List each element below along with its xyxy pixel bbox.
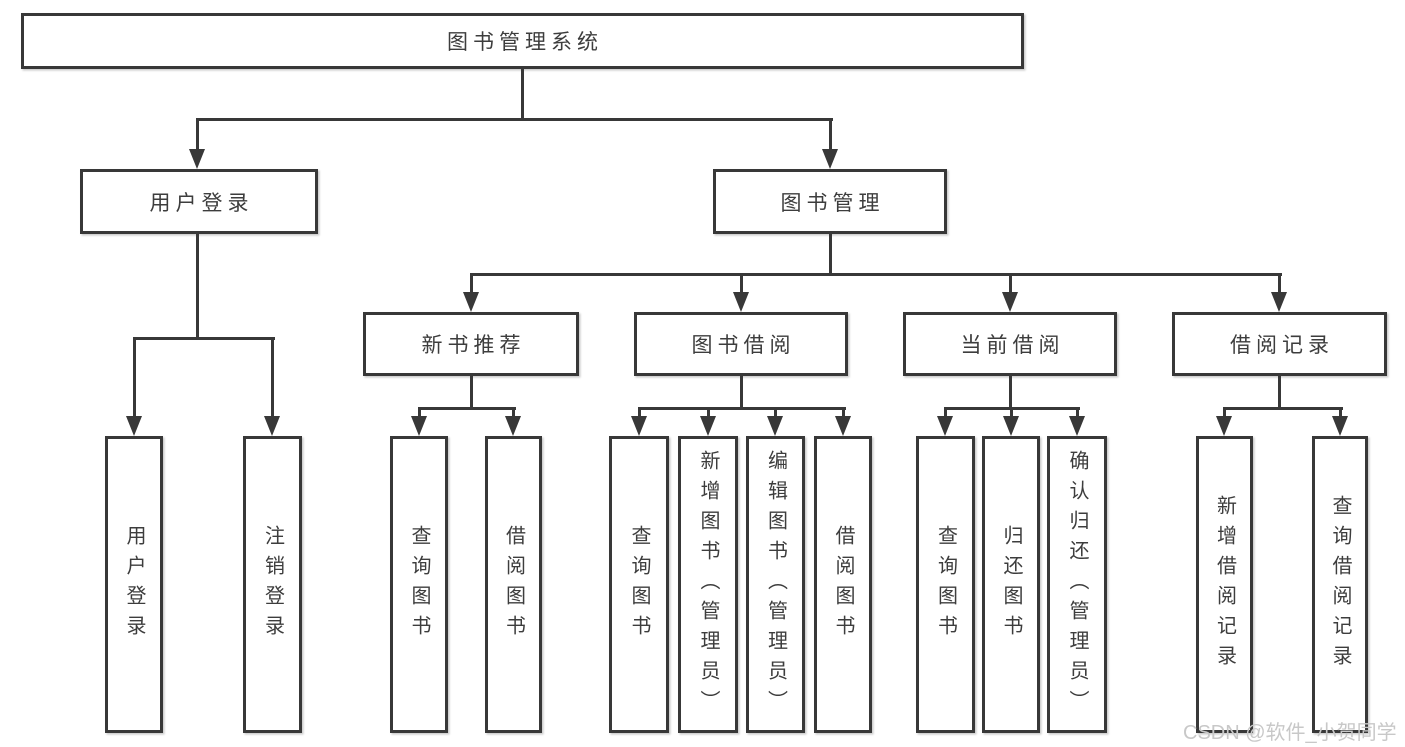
arrow-down-icon [505,416,521,436]
arrow-down-icon [1332,416,1348,436]
connector-trunk [740,376,743,410]
connector-hbar [418,407,516,410]
node-leaf-confirm-return-admin: 确认归还（管理员） [1047,436,1107,733]
connector-drop [1009,273,1012,295]
connector-hbar [1223,407,1343,410]
arrow-down-icon [1002,292,1018,312]
watermark: CSDN @软件_小贺同学 [1183,722,1397,744]
node-new-book-recommend: 新书推荐 [363,312,579,376]
node-leaf-add-books-admin: 新增图书（管理员） [678,436,738,733]
connector-drop [1223,407,1226,419]
node-leaf-add-borrow-record: 新增借阅记录 [1196,436,1253,733]
connector-trunk [470,376,473,410]
node-leaf-borrow-books-recommend: 借阅图书 [485,436,542,733]
arrow-down-icon [411,416,427,436]
connector-drop [829,118,832,152]
node-book-management: 图书管理 [713,169,947,234]
connector-mgmt-hbar [470,273,1282,276]
connector-drop [271,337,274,419]
connector-mgmt-trunk [829,234,832,276]
connector-hbar [638,407,846,410]
connector-drop [1010,407,1013,419]
node-borrowing-records: 借阅记录 [1172,312,1387,376]
arrow-down-icon [733,292,749,312]
connector-drop [944,407,947,419]
node-leaf-return-books: 归还图书 [982,436,1040,733]
connector-root-trunk [521,69,524,121]
node-leaf-logout: 注销登录 [243,436,302,733]
connector-drop [1076,407,1079,419]
connector-drop [638,407,641,419]
node-book-borrowing: 图书借阅 [634,312,848,376]
node-leaf-borrow-books: 借阅图书 [814,436,872,733]
connector-drop [470,273,473,295]
connector-drop [196,118,199,152]
node-current-borrowing: 当前借阅 [903,312,1117,376]
connector-login-trunk [196,234,199,340]
node-leaf-query-books-recommend: 查询图书 [390,436,448,733]
arrow-down-icon [835,416,851,436]
connector-trunk [1278,376,1281,410]
arrow-down-icon [126,416,142,436]
connector-drop [774,407,777,419]
arrow-down-icon [264,416,280,436]
connector-root-hbar [196,118,833,121]
connector-login-hbar [133,337,275,340]
arrow-down-icon [700,416,716,436]
connector-drop [512,407,515,419]
connector-drop [133,337,136,419]
arrow-down-icon [1271,292,1287,312]
node-leaf-query-books-current: 查询图书 [916,436,975,733]
arrow-down-icon [822,149,838,169]
connector-drop [1278,273,1281,295]
node-user-login: 用户登录 [80,169,318,234]
arrow-down-icon [1216,416,1232,436]
connector-drop [740,273,743,295]
connector-drop [842,407,845,419]
arrow-down-icon [631,416,647,436]
arrow-down-icon [1069,416,1085,436]
arrow-down-icon [1003,416,1019,436]
arrow-down-icon [189,149,205,169]
arrow-down-icon [463,292,479,312]
node-leaf-edit-books-admin: 编辑图书（管理员） [746,436,805,733]
node-root: 图书管理系统 [21,13,1024,69]
node-leaf-user-login: 用户登录 [105,436,163,733]
arrow-down-icon [937,416,953,436]
arrow-down-icon [767,416,783,436]
connector-drop [1339,407,1342,419]
node-leaf-query-books-borrow: 查询图书 [609,436,669,733]
node-leaf-query-borrow-record: 查询借阅记录 [1312,436,1368,733]
connector-drop [418,407,421,419]
connector-drop [707,407,710,419]
connector-trunk [1009,376,1012,410]
